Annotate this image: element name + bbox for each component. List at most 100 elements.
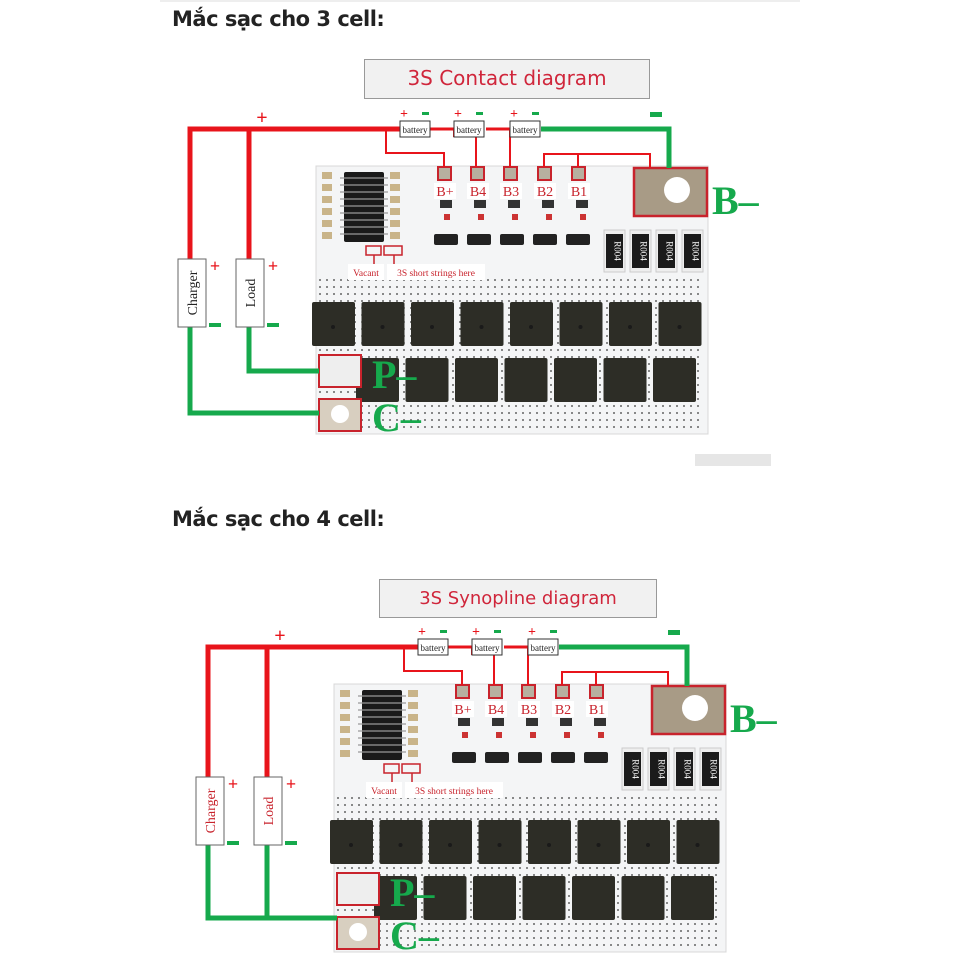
- pcb-dot: [624, 832, 626, 834]
- pcb-dot: [533, 811, 535, 813]
- pcb-dot: [606, 328, 608, 330]
- pcb-dot: [477, 937, 479, 939]
- pcb-dot: [389, 419, 391, 421]
- pcb-dot: [347, 293, 349, 295]
- pcb-dot: [389, 405, 391, 407]
- pcb-dot: [470, 874, 472, 876]
- pcb-dot: [477, 825, 479, 827]
- pcb-dot: [641, 300, 643, 302]
- pcb-dot: [596, 867, 598, 869]
- pcb-dot: [603, 818, 605, 820]
- pcb-dot: [585, 356, 587, 358]
- pcb-dot: [575, 818, 577, 820]
- pcb-dot: [666, 909, 668, 911]
- pcb-dot: [592, 300, 594, 302]
- pcb-dot: [571, 405, 573, 407]
- pcb-dot: [410, 426, 412, 428]
- short-strings-label-bg: [405, 782, 503, 798]
- pcb-dot: [627, 279, 629, 281]
- pcb-dot: [589, 804, 591, 806]
- pcb-dot: [396, 293, 398, 295]
- pcb-dot: [501, 286, 503, 288]
- pcb-dot: [435, 867, 437, 869]
- pcb-dot: [690, 300, 692, 302]
- pcb-dot: [536, 419, 538, 421]
- mosfet-top: [627, 820, 670, 864]
- pcb-dot: [477, 846, 479, 848]
- pcb-dot: [533, 818, 535, 820]
- pcb-dot: [487, 412, 489, 414]
- pcb-dot: [400, 923, 402, 925]
- pcb-dot: [414, 874, 416, 876]
- pcb-dot: [676, 356, 678, 358]
- pcb-dot: [463, 944, 465, 946]
- pcb-dot: [344, 867, 346, 869]
- pcb-dot: [701, 811, 703, 813]
- pcb-dot: [673, 825, 675, 827]
- pcb-dot: [694, 923, 696, 925]
- pcb-dot: [484, 804, 486, 806]
- pcb-dot: [715, 895, 717, 897]
- pcb-dot: [694, 804, 696, 806]
- pcb-dot: [533, 944, 535, 946]
- pcb-dot: [400, 818, 402, 820]
- pcb-dot: [400, 811, 402, 813]
- pcb-dot: [617, 902, 619, 904]
- pcb-dot: [599, 286, 601, 288]
- pcb-dot: [582, 867, 584, 869]
- pcb-dot: [617, 888, 619, 890]
- pcb-dot: [456, 930, 458, 932]
- pcb-dot: [407, 804, 409, 806]
- pcb-dot: [438, 419, 440, 421]
- pcb-dot: [557, 405, 559, 407]
- pcb-dot: [508, 328, 510, 330]
- pcb-dot: [662, 426, 664, 428]
- pcb-dot: [491, 930, 493, 932]
- pcb-dot: [480, 300, 482, 302]
- pcb-dot: [403, 377, 405, 379]
- pcb-dot: [512, 811, 514, 813]
- pcb-dot: [624, 846, 626, 848]
- pcb-dot: [477, 811, 479, 813]
- pcb-dot: [606, 321, 608, 323]
- pcb-dot: [533, 804, 535, 806]
- pcb-dot: [554, 797, 556, 799]
- b-minus-hole: [664, 177, 690, 203]
- pcb-dot: [386, 818, 388, 820]
- pcb-dot: [333, 300, 335, 302]
- pcb-dot: [536, 412, 538, 414]
- pcb-dot: [673, 860, 675, 862]
- pcb-dot: [645, 937, 647, 939]
- pad-label: B3: [503, 185, 519, 200]
- pcb-dot: [389, 349, 391, 351]
- pcb-dot: [575, 860, 577, 862]
- pcb-dot: [648, 419, 650, 421]
- pcb-dot: [697, 370, 699, 372]
- pcb-dot: [424, 293, 426, 295]
- pcb-dot: [445, 412, 447, 414]
- pcb-dot: [470, 895, 472, 897]
- pad-label-bg: [568, 183, 590, 199]
- pcb-dot: [365, 867, 367, 869]
- pcb-dot: [480, 426, 482, 428]
- pcb-dot: [533, 797, 535, 799]
- pcb-dot: [694, 797, 696, 799]
- pcb-dot: [505, 930, 507, 932]
- pcb-dot: [533, 923, 535, 925]
- pcb-dot: [438, 412, 440, 414]
- pcb-dot: [603, 867, 605, 869]
- negative-label: [650, 112, 662, 117]
- pcb-dot: [519, 944, 521, 946]
- pcb-dot: [550, 391, 552, 393]
- pcb-dot: [676, 426, 678, 428]
- mosfet-dot: [398, 843, 403, 847]
- pcb-dot: [666, 944, 668, 946]
- pcb-dot: [599, 412, 601, 414]
- shunt-resistor-code: R004: [665, 241, 675, 261]
- pcb-dot: [666, 881, 668, 883]
- pcb-dot: [452, 349, 454, 351]
- pcb-dot: [410, 349, 412, 351]
- pcb-dot: [347, 286, 349, 288]
- pcb-dot: [459, 321, 461, 323]
- pcb-dot: [606, 405, 608, 407]
